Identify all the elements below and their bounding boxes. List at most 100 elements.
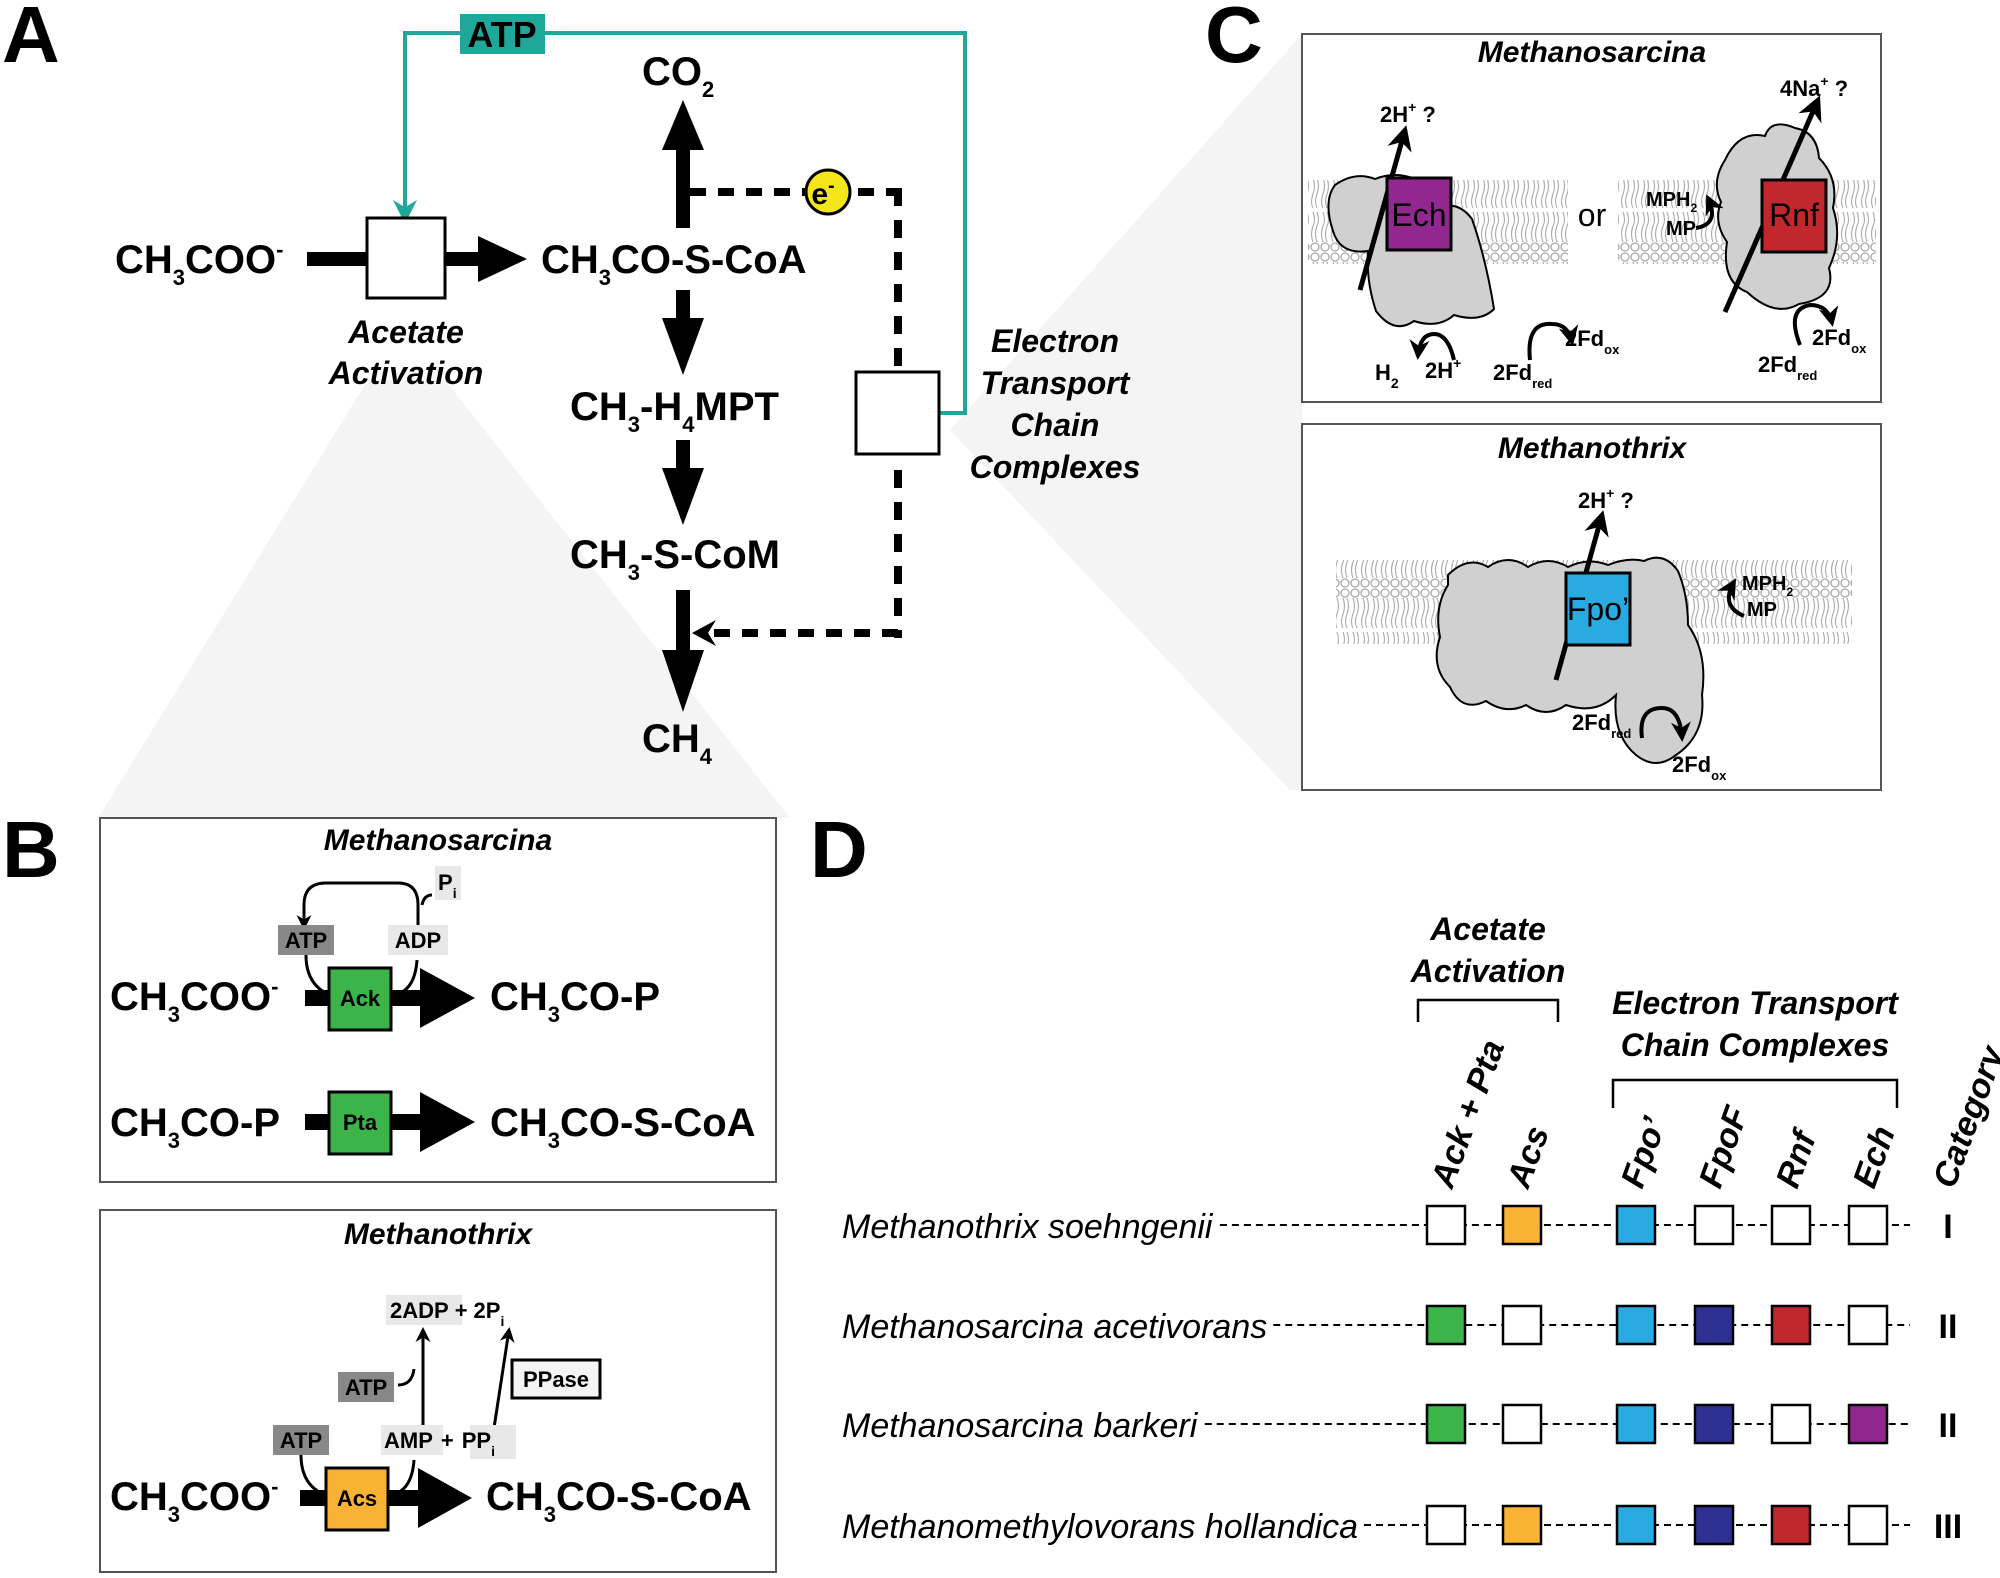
adp-badge xyxy=(388,925,448,955)
gene-absent-cell xyxy=(1501,1403,1543,1445)
gene-absent-cell xyxy=(1847,1204,1889,1246)
gene-absent-cell xyxy=(1425,1204,1467,1246)
gene-present-cell xyxy=(1425,1304,1467,1346)
acs-cofactor-arcs xyxy=(299,1454,416,1497)
ppase-box[interactable] xyxy=(510,1358,602,1400)
fd-oxidation-arrow xyxy=(1527,321,1579,361)
column-header: Acs xyxy=(1499,1121,1556,1194)
pta-enzyme-box[interactable] xyxy=(327,1090,393,1156)
pi-label: Pi xyxy=(438,870,457,901)
ech-fd-red-label: 2Fdred xyxy=(1493,360,1552,391)
species-name: Methanosarcina barkeri xyxy=(842,1407,1199,1445)
fpo-complex-box[interactable] xyxy=(1564,571,1632,647)
gene-present-cell xyxy=(1770,1504,1812,1546)
rnf-mph2-label: MPH2 xyxy=(1646,189,1697,215)
co2-arrowhead xyxy=(662,100,704,150)
b2-acetate-label: CH3COO- xyxy=(110,1474,278,1527)
atp-upper-label: ATP xyxy=(345,1375,387,1400)
ack-cofactor-arcs xyxy=(304,954,419,997)
amp-badge xyxy=(381,1425,443,1455)
category-value: II xyxy=(1939,1407,1958,1445)
table-row: Methanosarcina barkeri II xyxy=(842,1403,1958,1445)
two-h-label: 2H+ xyxy=(1425,355,1461,383)
group-acetate-label-2: Activation xyxy=(1410,953,1566,989)
arrow-to-h4mpt-head xyxy=(662,318,704,375)
gene-present-cell xyxy=(1501,1204,1543,1246)
b2-acetyl-coa-label: CH3CO-S-CoA xyxy=(486,1475,752,1527)
etc-label-3: Chain xyxy=(1011,407,1100,443)
panel-letter-d: D xyxy=(810,805,868,894)
panel-letter-a: A xyxy=(2,0,60,79)
b-acetyl-coa-label: CH3CO-S-CoA xyxy=(490,1101,756,1153)
ack-label: Ack xyxy=(340,986,381,1011)
rnf-mp-label: MP xyxy=(1666,218,1696,240)
column-header: Rnf xyxy=(1769,1123,1825,1193)
methanothrix-b-title: Methanothrix xyxy=(344,1218,534,1251)
atp-feedback-line xyxy=(403,31,967,415)
electron-icon xyxy=(804,168,852,216)
group-acetate-label-1: Acetate xyxy=(1429,911,1546,947)
ppi-badge xyxy=(470,1425,516,1459)
fpo-fd-arrow xyxy=(1639,705,1691,742)
gene-present-cell xyxy=(1501,1504,1543,1546)
atp-badge-b xyxy=(278,925,334,955)
arrow-to-ch4-shaft xyxy=(676,590,690,660)
ack-enzyme-box[interactable] xyxy=(327,966,393,1032)
acs-enzyme-box[interactable] xyxy=(324,1466,390,1532)
ech-h-out-label: 2H+ ? xyxy=(1380,99,1436,127)
group-acetate-bracket xyxy=(1416,998,1560,1022)
gene-present-cell xyxy=(1770,1304,1812,1346)
atp-regeneration-arrow xyxy=(304,881,433,930)
acetate-arrowhead xyxy=(478,236,527,282)
gene-present-cell xyxy=(1693,1504,1735,1546)
panel-d: D Acetate Activation Electron Transport … xyxy=(810,805,2000,1546)
h2-evolution-arrow xyxy=(1409,331,1456,361)
acetate-label: CH3COO- xyxy=(115,237,283,290)
etc-label-4: Complexes xyxy=(970,449,1141,485)
ppase-label: PPase xyxy=(523,1367,589,1392)
methane-label: CH4 xyxy=(642,717,713,769)
acs-label: Acs xyxy=(337,1486,377,1511)
etc-label-1: Electron xyxy=(991,323,1119,359)
gene-present-cell xyxy=(1693,1403,1735,1445)
acetyl-coa-label: CH3CO-S-CoA xyxy=(541,238,807,290)
atp-label-b: ATP xyxy=(285,928,327,953)
gene-present-cell xyxy=(1425,1403,1467,1445)
column-header: Fpo’ xyxy=(1614,1112,1674,1193)
atp-lower-label: ATP xyxy=(280,1428,322,1453)
column-header: FpoF xyxy=(1692,1101,1757,1193)
rnf-label: Rnf xyxy=(1769,197,1819,233)
acetate-activation-label-1: Acetate xyxy=(347,314,464,350)
rnf-complex-box[interactable] xyxy=(1760,178,1828,254)
gene-absent-cell xyxy=(1770,1403,1812,1445)
ech-complex-box[interactable] xyxy=(1385,176,1453,252)
electron-label: e- xyxy=(811,175,834,211)
group-etc-label-2: Chain Complexes xyxy=(1621,1027,1890,1063)
etc-box[interactable] xyxy=(854,370,941,456)
etc-label-2: Transport xyxy=(981,365,1131,401)
gene-present-cell xyxy=(1615,1204,1657,1246)
ech-proton-arrow xyxy=(1357,125,1412,291)
acetyl-phosphate-label: CH3CO-P xyxy=(490,975,660,1027)
rnf-mp-reduction-arrow xyxy=(1695,194,1724,230)
atp-upper-badge xyxy=(338,1372,394,1402)
rnf-fd-ox-label: 2Fdox xyxy=(1812,325,1867,356)
panel-letter-c: C xyxy=(1205,0,1263,79)
co2-arrow-shaft xyxy=(676,140,690,228)
gene-absent-cell xyxy=(1847,1304,1889,1346)
methyl-h4mpt-label: CH3-H4MPT xyxy=(570,385,779,437)
acetate-activation-box[interactable] xyxy=(365,216,447,300)
rnf-na-out-label: 4Na+ ? xyxy=(1780,73,1848,101)
ppi-to-pi-arrow xyxy=(492,1327,515,1429)
column-header: Ech xyxy=(1846,1121,1903,1193)
or-label: or xyxy=(1578,197,1607,233)
ech-label: Ech xyxy=(1391,197,1446,233)
gene-present-cell xyxy=(1615,1304,1657,1346)
pta-label: Pta xyxy=(343,1110,378,1135)
gene-present-cell xyxy=(1847,1403,1889,1445)
methanothrix-c-title: Methanothrix xyxy=(1498,432,1688,465)
